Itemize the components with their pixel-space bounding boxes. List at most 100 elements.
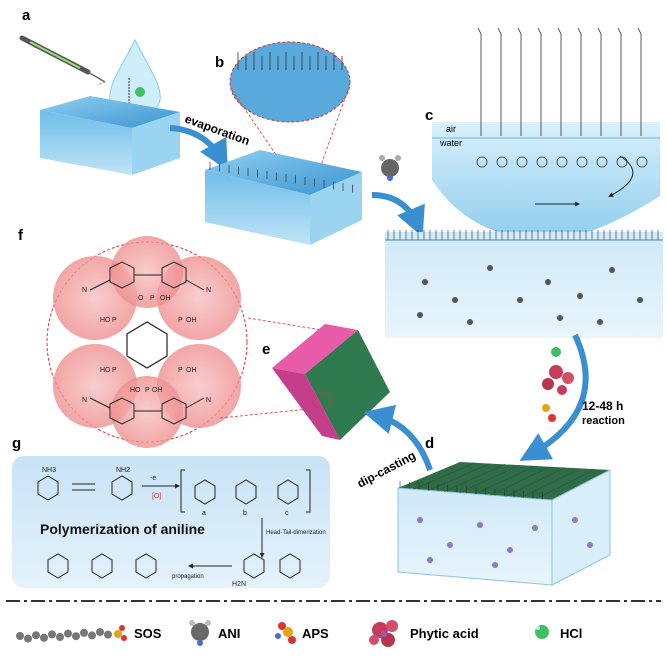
film-grid-line [459, 464, 521, 494]
g-nh3-label: NH3 [42, 467, 56, 474]
carbon-atom [32, 631, 40, 640]
aniline-molecule [422, 279, 428, 285]
carbon-atom [88, 631, 96, 640]
g-propagation-label: propagation [172, 574, 204, 580]
sos-molecule-icon [16, 625, 127, 643]
sos-chain [597, 27, 602, 136]
sos-chain [557, 27, 562, 136]
polymerization-box [12, 456, 330, 588]
dopant-molecule [507, 547, 513, 553]
air-label: air [446, 124, 456, 134]
reaction-arrow [519, 333, 589, 461]
evaporation-label: evaporation [183, 112, 252, 148]
legend-label-phytic-acid: Phytic acid [410, 626, 479, 641]
aniline-ring [556, 156, 568, 168]
dopant-molecule [477, 522, 483, 528]
carbon-atom [16, 632, 24, 640]
dopant-molecule [492, 562, 498, 568]
aniline-molecule [637, 297, 643, 303]
legend-label-sos: SOS [134, 626, 162, 641]
reaction-tank [385, 230, 663, 338]
g-resonance-b: b [243, 510, 247, 517]
carbon-atom [24, 634, 32, 643]
aniline-molecule-icon [379, 155, 401, 181]
film-grid-line [444, 464, 506, 492]
aniline-molecule [487, 265, 493, 271]
legend-label-aps: APS [302, 626, 329, 641]
film-grid-line [505, 467, 566, 497]
aniline-ring [496, 156, 508, 168]
svg-text:P: P [150, 295, 155, 302]
svg-text:N: N [82, 397, 87, 404]
evaporation-arrow [169, 125, 228, 171]
svg-text:OH: OH [152, 387, 163, 394]
reaction-scheme-c [535, 155, 634, 207]
aniline-molecule [609, 267, 615, 273]
aniline-ring [516, 156, 528, 168]
legend-label-hcl: HCl [560, 626, 582, 641]
svg-text:P: P [178, 317, 183, 324]
g-dimerization-label: Head-Tail-dimerization [266, 530, 326, 536]
coated-substrate [272, 324, 390, 440]
reaction-label: reaction [582, 415, 625, 427]
aniline-ring [576, 156, 588, 168]
aniline-molecule [417, 312, 423, 318]
carbon-atom [48, 630, 56, 639]
sos-chain [537, 27, 542, 136]
carbon-atom [64, 629, 72, 638]
svg-text:P: P [112, 317, 117, 324]
panel-label-a: a [22, 7, 31, 24]
panel-label-c: c [425, 107, 433, 124]
reaction-reagents [542, 347, 574, 422]
svg-text:OH: OH [186, 367, 197, 374]
aniline-ring [636, 156, 648, 168]
legend-label-ani: ANI [218, 626, 240, 641]
svg-text:OH: OH [160, 295, 171, 302]
dopant-molecule [532, 525, 538, 531]
dopant-molecule [572, 517, 578, 523]
monolayer-zoom-ellipse [229, 41, 351, 123]
syringe-icon [19, 35, 106, 83]
carbon-atom [56, 633, 64, 641]
aniline-molecule [467, 319, 473, 325]
svg-text:N: N [206, 287, 211, 294]
dip-casting-arrow [363, 404, 433, 471]
film-grid-line [428, 463, 491, 491]
aniline-molecule [517, 297, 523, 303]
panel-label-e: e [262, 341, 270, 358]
aps-molecule-icon [275, 622, 296, 644]
sos-chain [637, 27, 642, 136]
aniline-molecule [452, 297, 458, 303]
svg-text:P: P [145, 387, 150, 394]
reaction-time-label: 12-48 h [582, 399, 623, 413]
panel-label-d: d [425, 435, 434, 452]
aniline-molecule [577, 293, 583, 299]
film-grid-line [413, 462, 476, 490]
polymerization-scheme [37, 469, 311, 579]
phytic-acid-molecule-icon [369, 620, 398, 647]
dopant-molecule [447, 542, 453, 548]
svg-text:HO: HO [130, 387, 141, 394]
svg-text:OH: OH [186, 317, 197, 324]
aniline-ring [536, 156, 548, 168]
film-grid-line [474, 465, 536, 495]
aniline-molecule-icon [189, 620, 211, 646]
dopant-molecule [427, 557, 433, 563]
dopant-molecule [587, 542, 593, 548]
aniline-molecule [597, 319, 603, 325]
interface-bowl [432, 27, 660, 240]
panel-label-g: g [12, 435, 21, 452]
water-block-a [40, 96, 180, 175]
sos-chain [517, 27, 522, 136]
film-grid-line [490, 466, 551, 496]
g-nh2-label: NH2 [116, 467, 130, 474]
g-oxidant-label: [O] [152, 493, 161, 500]
svg-text:P: P [178, 367, 183, 374]
polymerization-title: Polymerization of aniline [40, 521, 205, 537]
carbon-atom [72, 632, 80, 641]
svg-text:N: N [82, 287, 87, 294]
legend: SOS ANI APS Phytic acid HCl [16, 620, 582, 647]
carbon-atom [80, 628, 88, 637]
svg-text:N: N [206, 397, 211, 404]
